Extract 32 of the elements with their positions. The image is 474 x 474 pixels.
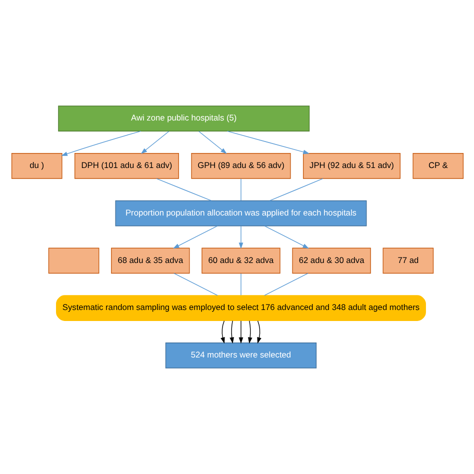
node-box: Awi zone public hospitals (5) <box>58 106 310 132</box>
arrow <box>140 131 169 154</box>
node-box: 77 ad <box>382 248 434 274</box>
node-box: Proportion population allocation was applied for each hospitals <box>114 200 366 226</box>
node-box: Systematic random sampling was employed to select 176 advanced and 348 adult aged mothers <box>56 295 426 321</box>
arrow <box>226 130 309 154</box>
node-box: 62 adu & 30 adva <box>292 248 370 274</box>
arrow <box>198 131 226 154</box>
connector <box>240 273 241 296</box>
node-box: 60 adu & 32 adva <box>201 248 280 274</box>
arrow <box>238 320 243 344</box>
connector <box>264 273 308 296</box>
arrow <box>256 320 261 344</box>
node-box <box>48 248 99 274</box>
arrow <box>229 320 234 344</box>
connector <box>268 178 323 202</box>
node-box: CP & <box>412 153 464 179</box>
node-box: du ) <box>10 153 62 179</box>
node-box: GPH (89 adu & 56 adv) <box>190 153 290 179</box>
arrow <box>220 320 224 344</box>
connector <box>240 178 241 201</box>
arrow <box>264 226 309 249</box>
connector <box>173 273 218 296</box>
node-box: 524 mothers were selected <box>164 342 316 368</box>
connector <box>156 178 212 202</box>
node-box: DPH (101 adu & 61 adv) <box>74 153 178 179</box>
arrow <box>247 320 252 344</box>
node-box: 68 adu & 35 adva <box>110 248 190 274</box>
node-box: JPH (92 adu & 51 adv) <box>302 153 400 179</box>
arrow <box>172 226 218 249</box>
arrow <box>60 130 141 156</box>
arrow <box>238 226 243 249</box>
